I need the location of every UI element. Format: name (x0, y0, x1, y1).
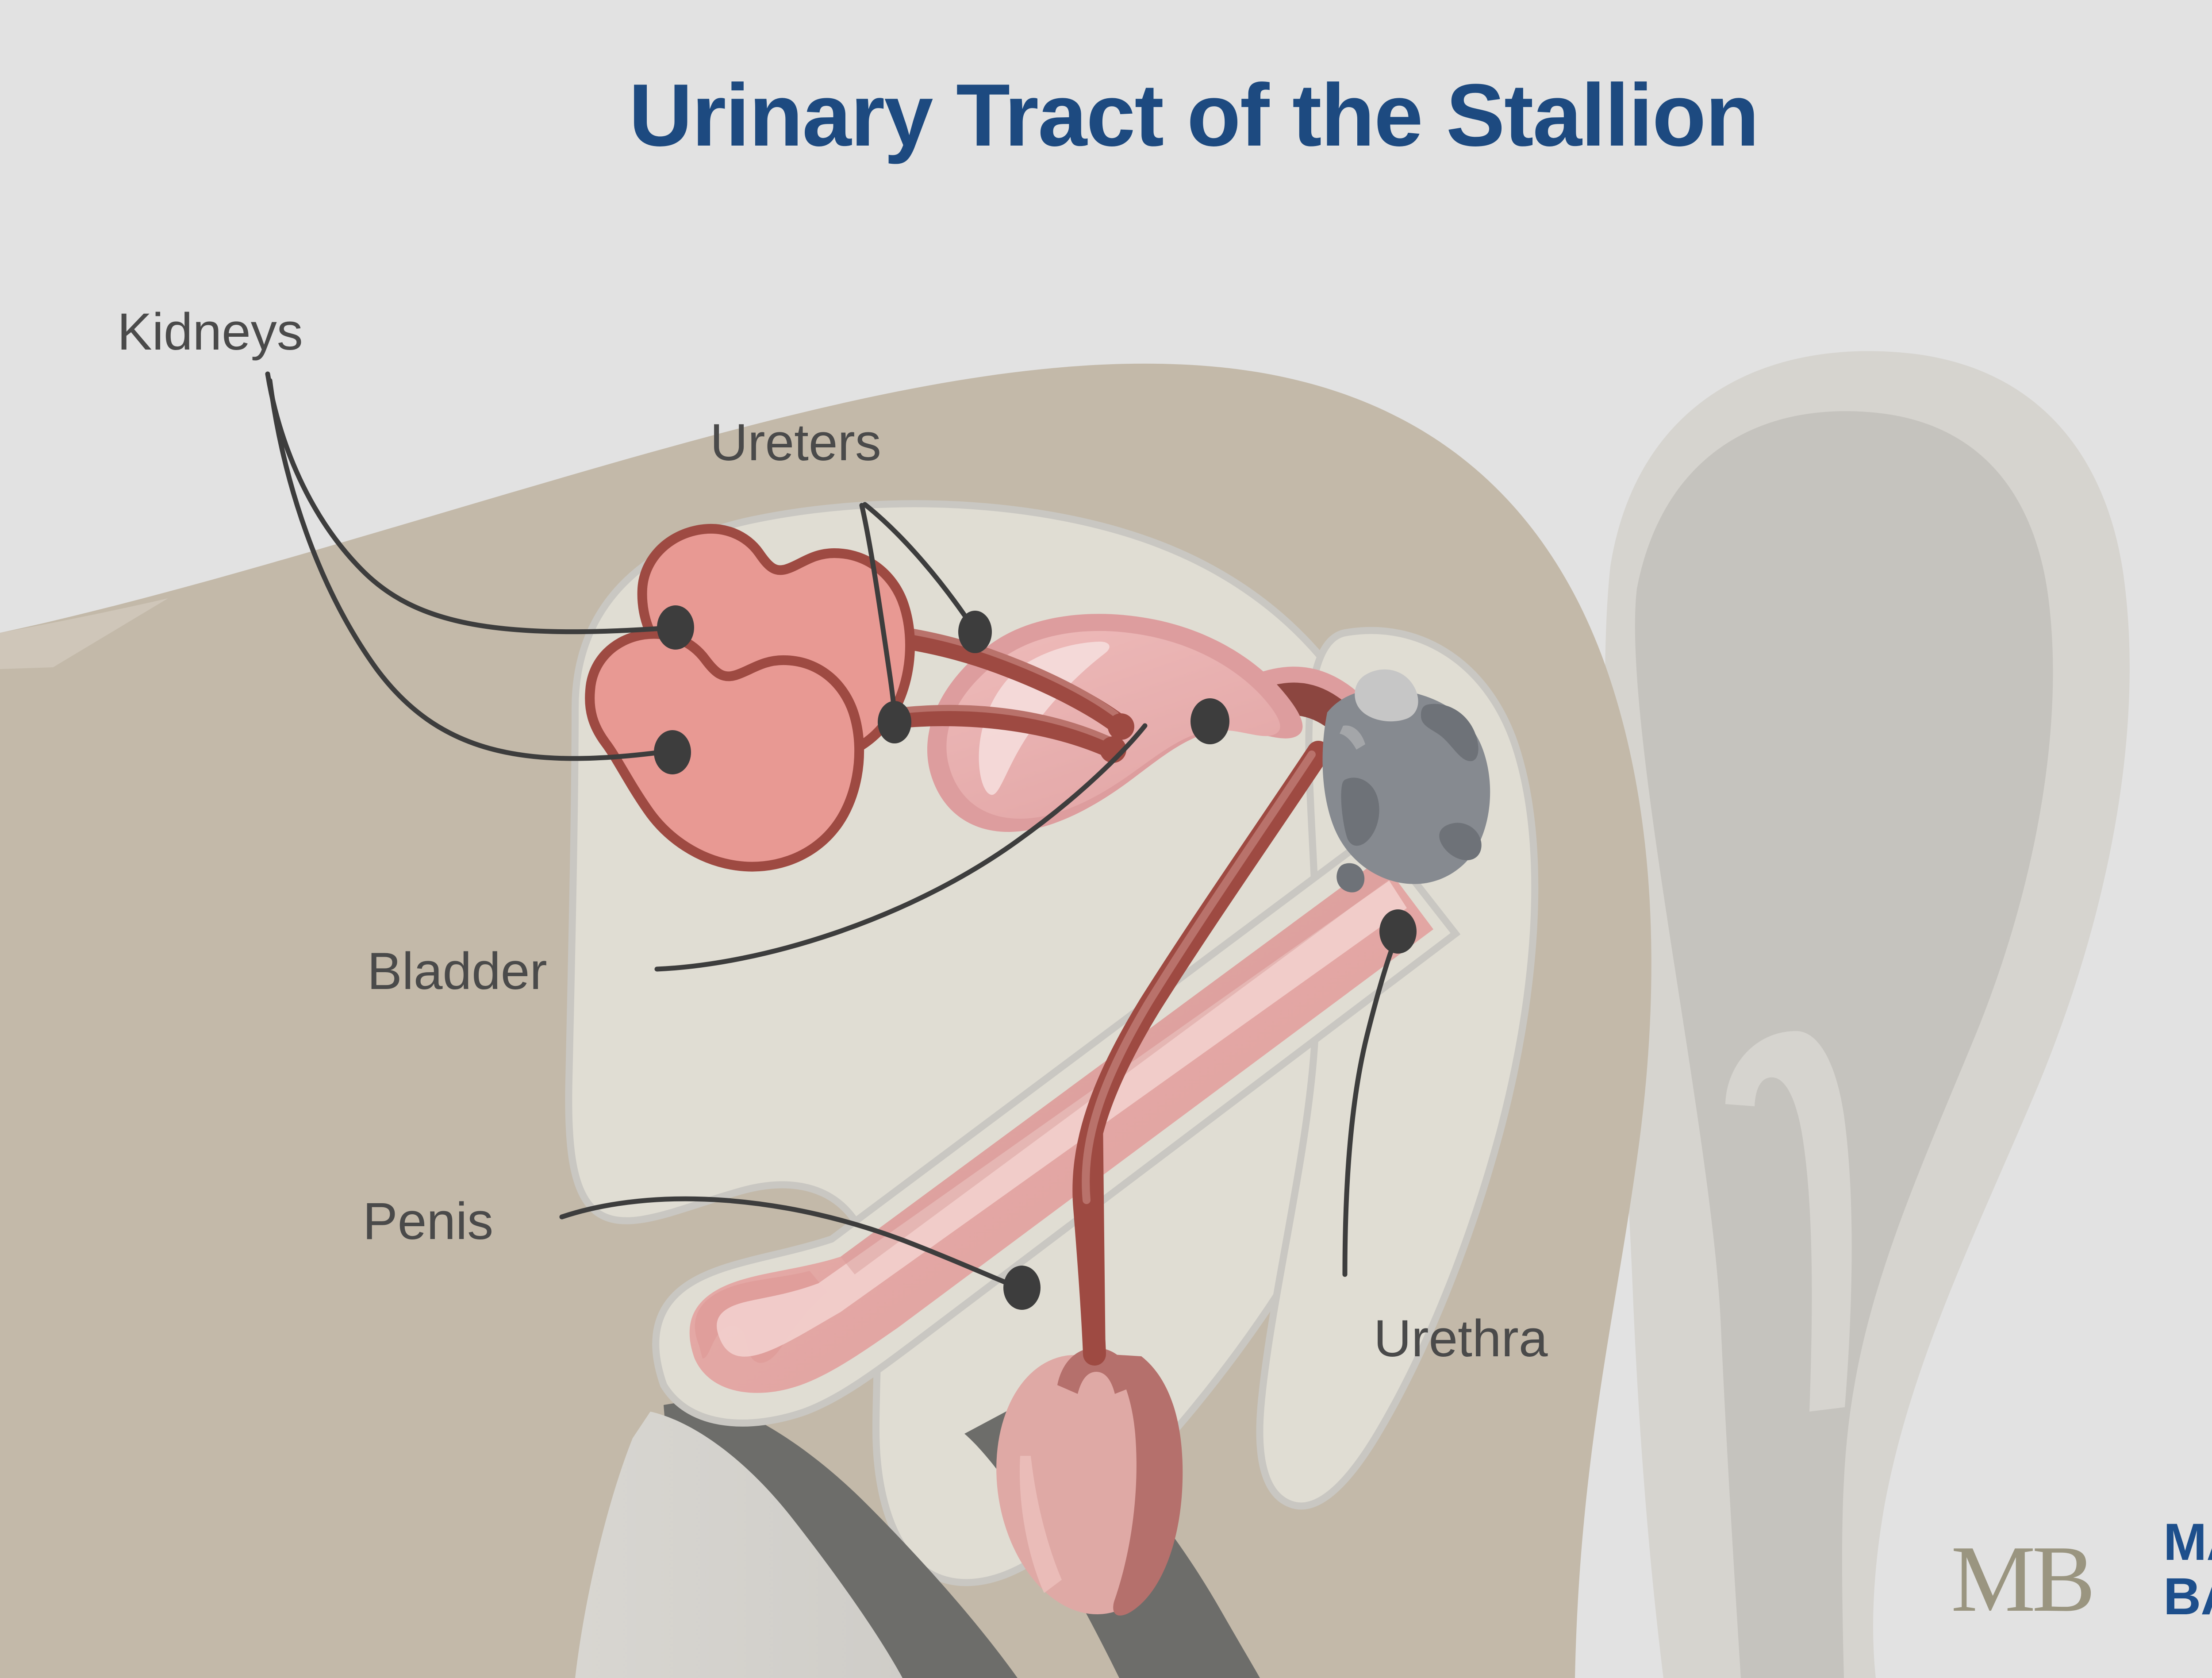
label-ureters: Ureters (710, 413, 881, 472)
leader-urethra (1342, 935, 1398, 1277)
accessory-gland-crease (1340, 725, 1365, 750)
dot-urethra (1379, 909, 1417, 954)
testicle-highlight (1019, 1456, 1062, 1593)
testicle-shadow (1106, 1354, 1183, 1616)
body-highlight-wedge (0, 598, 168, 669)
accessory-gland-lobe-dark-3 (1439, 823, 1482, 860)
label-urethra: Urethra (1374, 1309, 1548, 1368)
accessory-gland-nub (1336, 863, 1365, 893)
near-hind-leg-light (575, 1412, 902, 1678)
accessory-gland-cap (1355, 669, 1418, 722)
spermatic-duct-neck (1057, 1347, 1135, 1394)
dot-bladder (1190, 698, 1229, 744)
label-kidneys: Kidneys (117, 303, 303, 361)
accessory-gland-lobe-dark-1 (1421, 704, 1479, 762)
kidney-lower (585, 629, 864, 872)
hind-leg-shadow (1635, 411, 2053, 1678)
accessory-gland-lobe-dark-2 (1341, 777, 1379, 846)
dot-penis (1003, 1266, 1041, 1310)
page-title: Urinary Tract of the Stallion (629, 66, 1759, 165)
label-penis: Penis (363, 1192, 493, 1251)
leader-ureters-upper (862, 502, 967, 618)
leader-bladder (654, 723, 1148, 972)
leader-ureters-lower (859, 503, 896, 711)
bladder-highlight (979, 641, 1110, 795)
leader-kidneys-lower (267, 378, 663, 761)
label-bladder: Bladder (367, 942, 547, 1001)
mad-barn-logo: MB MAD BARN (1951, 1513, 2212, 1632)
dot-kidney-lower (654, 730, 691, 774)
hind-leg-crease (1725, 1031, 1852, 1412)
leader-penis (559, 1196, 1016, 1288)
dot-kidney-upper (657, 605, 694, 650)
leader-kidneys-upper (265, 371, 665, 635)
logo-monogram: MB (1951, 1526, 2092, 1632)
logo-line-1: MAD (2163, 1513, 2212, 1571)
logo-line-2: BARN (2163, 1567, 2212, 1626)
urethra-tube-highlight (1082, 750, 1316, 1204)
ureter-upper-bladder-end (1108, 713, 1134, 740)
dot-ureter-lower (878, 701, 911, 743)
dot-ureter-upper (958, 611, 992, 653)
near-hind-leg-dark (664, 1398, 1018, 1678)
